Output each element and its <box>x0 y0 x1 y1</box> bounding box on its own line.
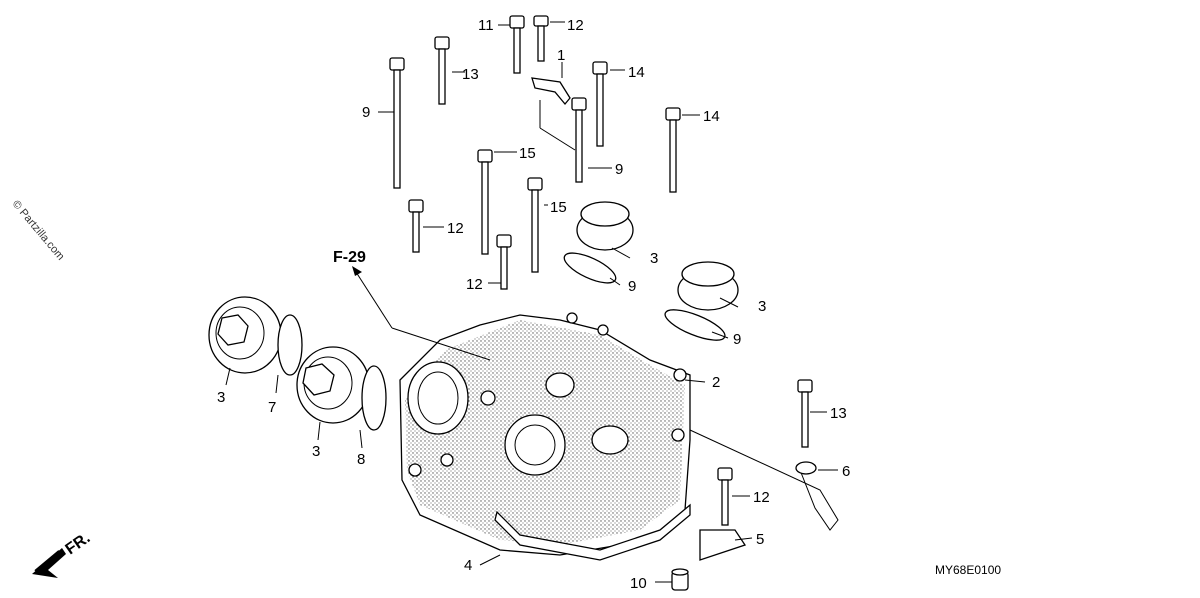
bolt-12-right <box>717 467 733 526</box>
callout-3-left-b: 3 <box>312 443 320 460</box>
callout-9-left-a: 7 <box>268 399 276 416</box>
bolt-15-a <box>477 149 493 255</box>
tube-clip <box>795 461 817 475</box>
callout-15-b: 15 <box>550 199 567 216</box>
cap-3-left-a <box>208 296 282 374</box>
bolt-14-a <box>592 61 608 147</box>
callout-13-top: 13 <box>462 66 479 83</box>
head-cover-body <box>399 312 691 561</box>
callout-3-right: 3 <box>758 298 766 315</box>
callout-12-left: 12 <box>447 220 464 237</box>
bolt-7 <box>389 57 405 189</box>
watermark: © Partzilla.com <box>10 198 67 262</box>
callout-8: 9 <box>615 161 623 178</box>
bolt-12-top <box>533 15 549 62</box>
callout-5: 5 <box>756 531 764 548</box>
callout-13-right: 13 <box>830 405 847 422</box>
bolt-11 <box>509 15 525 74</box>
cap-3-top <box>576 201 634 251</box>
cap-3-left-b <box>296 346 370 424</box>
callout-6: 6 <box>842 463 850 480</box>
callout-3-left-a: 3 <box>217 389 225 406</box>
callout-15-a: 15 <box>519 145 536 162</box>
callout-14-a: 14 <box>628 64 645 81</box>
bolt-13-top <box>434 36 450 105</box>
bolt-15-b <box>527 177 543 273</box>
gasket-5 <box>699 529 747 561</box>
bolt-14-b <box>665 107 681 193</box>
bracket-1 <box>531 77 571 106</box>
bolt-8 <box>571 97 587 183</box>
callout-1: 1 <box>557 47 565 64</box>
breather-tube <box>689 429 839 531</box>
front-direction-arrow <box>32 548 66 578</box>
callout-14-b: 14 <box>703 108 720 125</box>
figure-code: MY68E0100 <box>935 563 1001 577</box>
callout-7: 9 <box>362 104 370 121</box>
reference-label: F-29 <box>333 249 366 266</box>
bolt-12-mid <box>496 234 512 290</box>
bolt-13-right <box>797 379 813 448</box>
bolt-12-left <box>408 199 424 253</box>
callout-11: 11 <box>478 17 494 34</box>
leader-lines <box>225 21 838 583</box>
reference-arrow <box>352 266 491 361</box>
callout-12-mid: 12 <box>466 276 483 293</box>
callout-12-right: 12 <box>753 489 770 506</box>
callout-4: 4 <box>464 557 472 574</box>
front-direction-label: FR. <box>63 530 94 559</box>
callout-9-left-b: 8 <box>357 451 365 468</box>
callout-9-top: 9 <box>628 278 636 295</box>
o-ring-9-left-a <box>277 314 303 376</box>
dowel-pin <box>671 568 689 591</box>
o-ring-9-top <box>563 252 617 284</box>
o-ring-9-right <box>664 309 726 341</box>
callout-10: 10 <box>630 575 647 592</box>
callout-2: 2 <box>712 374 720 391</box>
callout-labels: 11 12 1 13 14 9 14 15 9 15 12 3 12 9 3 9… <box>217 17 850 592</box>
callout-12-top: 12 <box>567 17 584 34</box>
callout-3-top: 3 <box>650 250 658 267</box>
o-ring-9-left-b <box>361 365 387 431</box>
callout-9-right: 9 <box>733 331 741 348</box>
